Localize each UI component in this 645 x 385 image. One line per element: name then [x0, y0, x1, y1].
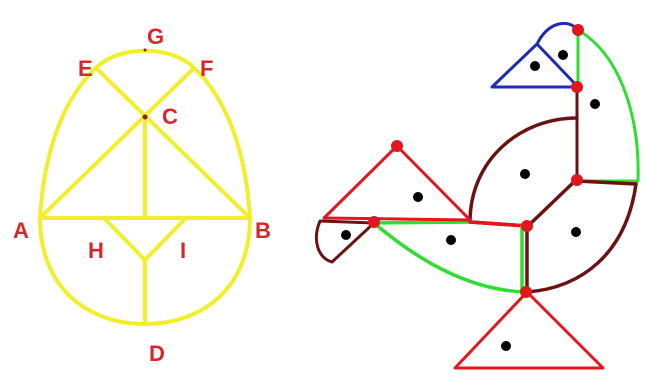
label-h: H: [88, 238, 104, 263]
label-c: C: [162, 104, 178, 129]
wing-green-arc: [372, 221, 527, 294]
small-sector-dot: [341, 230, 351, 240]
base-dot: [501, 341, 511, 351]
bird-tail: [322, 144, 472, 222]
wing-top-red: [468, 220, 529, 228]
joint-body-center: [521, 220, 533, 232]
label-g: G: [147, 24, 164, 49]
head-blue-arc: [535, 21, 580, 46]
joint-neck-base: [571, 174, 583, 186]
egg-outline-upper-right: [192, 66, 252, 220]
joint-points: [368, 24, 584, 298]
label-d: D: [149, 341, 165, 366]
bird-small-sector: [315, 219, 376, 264]
label-e: E: [78, 56, 93, 81]
body-upper-arc: [468, 116, 579, 224]
point-c-dot: [142, 114, 148, 120]
egg-outline-upper-left: [38, 66, 98, 220]
body-upper-slant: [526, 177, 579, 228]
label-i: I: [180, 238, 186, 263]
bird-neck: [575, 28, 640, 183]
head-blue-triangle: [490, 42, 580, 89]
neck-dot: [590, 99, 600, 109]
small-sector-outline: [315, 219, 376, 264]
egg-labels: G E F C A B H I D: [13, 24, 271, 366]
head-dot-1: [558, 50, 568, 60]
bird-body-right: [525, 179, 638, 294]
base-red-triangle: [453, 290, 605, 370]
bird-figure: [315, 21, 640, 370]
joint-tail-top: [391, 140, 403, 152]
label-f: F: [200, 56, 213, 81]
label-b: B: [255, 218, 271, 243]
body-right-top: [575, 179, 638, 186]
tail-red-triangle: [322, 144, 472, 222]
bird-wing: [372, 220, 529, 294]
line-i: [143, 216, 188, 262]
line-h: [102, 216, 147, 262]
body-right-dot: [571, 227, 581, 237]
tail-dot: [413, 192, 423, 202]
joint-head-right: [571, 81, 583, 93]
egg-construction: [38, 48, 252, 326]
joint-base-top: [520, 286, 532, 298]
joint-wing-left: [368, 216, 380, 228]
line-a-f: [38, 66, 196, 220]
head-dot-2: [530, 61, 540, 71]
body-upper-dot: [520, 169, 530, 179]
point-g-dot: [143, 48, 147, 52]
wing-top-green: [372, 220, 472, 225]
wing-dot: [446, 235, 456, 245]
bird-base: [453, 290, 605, 370]
egg-outline-top-arc: [94, 48, 196, 70]
label-a: A: [13, 218, 29, 243]
line-b-e: [94, 66, 252, 220]
neck-green-arc: [576, 28, 640, 183]
joint-head-top: [572, 24, 584, 36]
body-right-arc: [525, 182, 638, 294]
